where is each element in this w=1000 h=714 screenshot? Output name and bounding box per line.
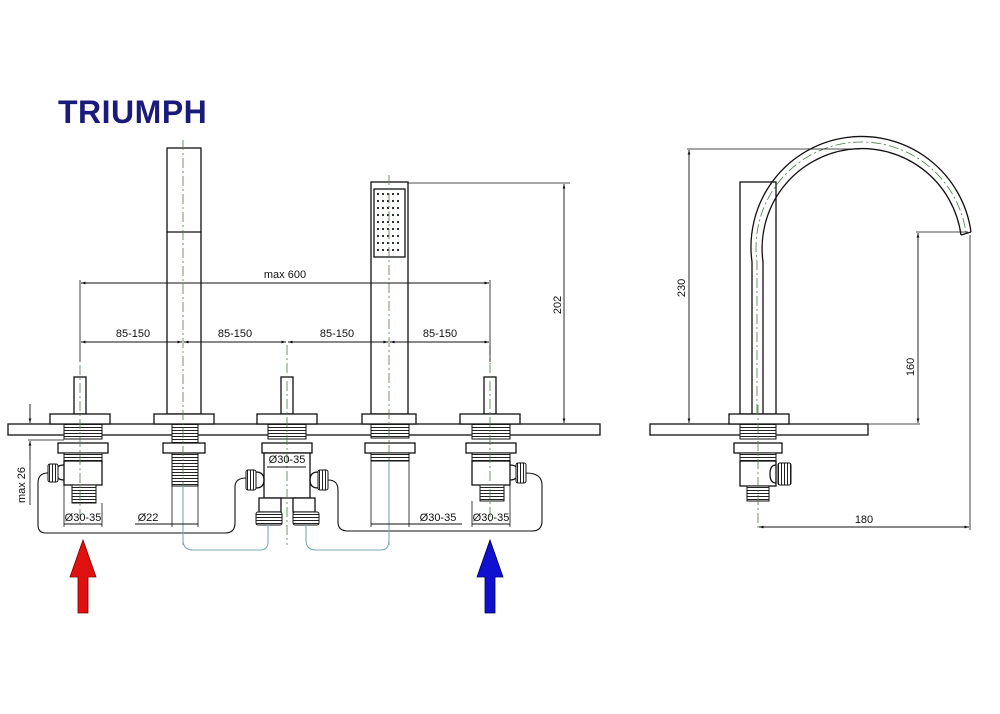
spout-arc-outer	[750, 135, 972, 414]
dim-hole-diverter: Ø30-35	[269, 454, 306, 466]
dim-spout-reach: 180	[855, 514, 873, 526]
diverter-valve	[245, 345, 329, 545]
dim-total-height: 230	[676, 279, 688, 297]
dimensions-front: max 600 85-150 85-150 85-150 85-150 202 …	[16, 182, 570, 527]
cold-inlet-arrow-icon	[476, 538, 504, 614]
dim-hole-hot: Ø30-35	[65, 512, 102, 524]
spout-hose	[182, 486, 269, 551]
dim-hole-spout: Ø22	[138, 512, 159, 524]
hand-shower	[361, 175, 417, 545]
dim-outlet-height: 160	[905, 358, 917, 376]
cold-hose	[327, 472, 543, 532]
dim-hole-shower: Ø30-35	[420, 512, 457, 524]
dim-deck-thickness: max 26	[16, 467, 28, 503]
dim-shower-height: 202	[552, 296, 564, 314]
cold-valve	[459, 345, 527, 525]
front-view: max 600 85-150 85-150 85-150 85-150 202 …	[7, 140, 601, 614]
dim-hole-cold: Ø30-35	[473, 512, 510, 524]
dim-overall-width: max 600	[264, 269, 306, 281]
dim-spacing-3: 85-150	[320, 328, 354, 340]
hot-hose	[37, 472, 247, 534]
hot-valve	[47, 365, 111, 525]
spout-arc-inner	[761, 147, 962, 414]
hot-inlet-arrow-icon	[69, 538, 97, 614]
dim-spacing-4: 85-150	[423, 328, 457, 340]
nozzle-grid	[377, 193, 399, 251]
spout	[153, 140, 215, 545]
product-title: TRIUMPH	[58, 94, 208, 130]
dim-spacing-2: 85-150	[218, 328, 252, 340]
shower-hose	[305, 461, 390, 551]
side-body	[739, 181, 777, 415]
side-view: 230 160 180	[649, 135, 972, 530]
dim-spacing-1: 85-150	[116, 328, 150, 340]
